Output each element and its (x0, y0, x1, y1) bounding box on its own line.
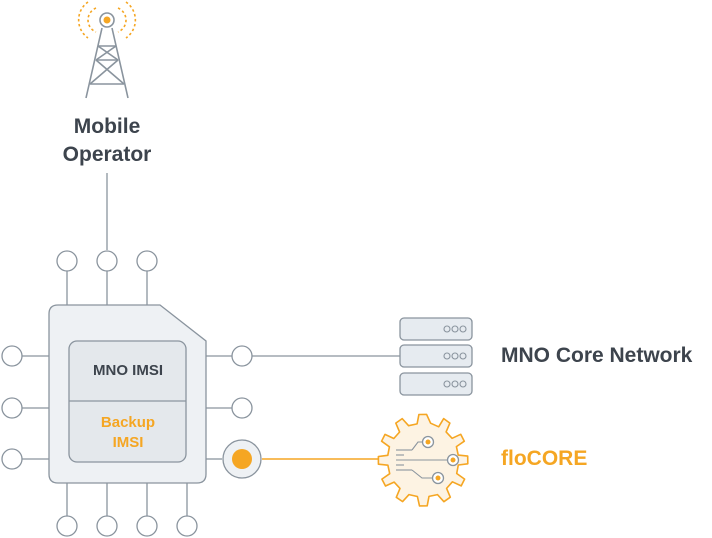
mno-core-network-label: MNO Core Network (501, 344, 693, 367)
operator-label-line2: Operator (62, 143, 152, 166)
pin-terminals (1, 250, 253, 537)
connector-lines (106, 173, 400, 357)
operator-label: Mobile Operator (44, 113, 170, 169)
backup-terminal (222, 439, 262, 479)
backup-imsi-line1: Backup (100, 414, 156, 431)
flocore-label: floCORE (501, 447, 588, 470)
backup-imsi-label: Backup IMSI (70, 413, 186, 453)
backup-imsi-line2: IMSI (112, 434, 144, 451)
flocore-gear-icon (377, 413, 469, 507)
mno-imsi-label: MNO IMSI (93, 362, 163, 379)
server-stack-icon (399, 317, 473, 396)
operator-label-line1: Mobile (73, 115, 141, 138)
sim-pins (22, 271, 232, 516)
cell-tower-icon (77, 1, 137, 99)
